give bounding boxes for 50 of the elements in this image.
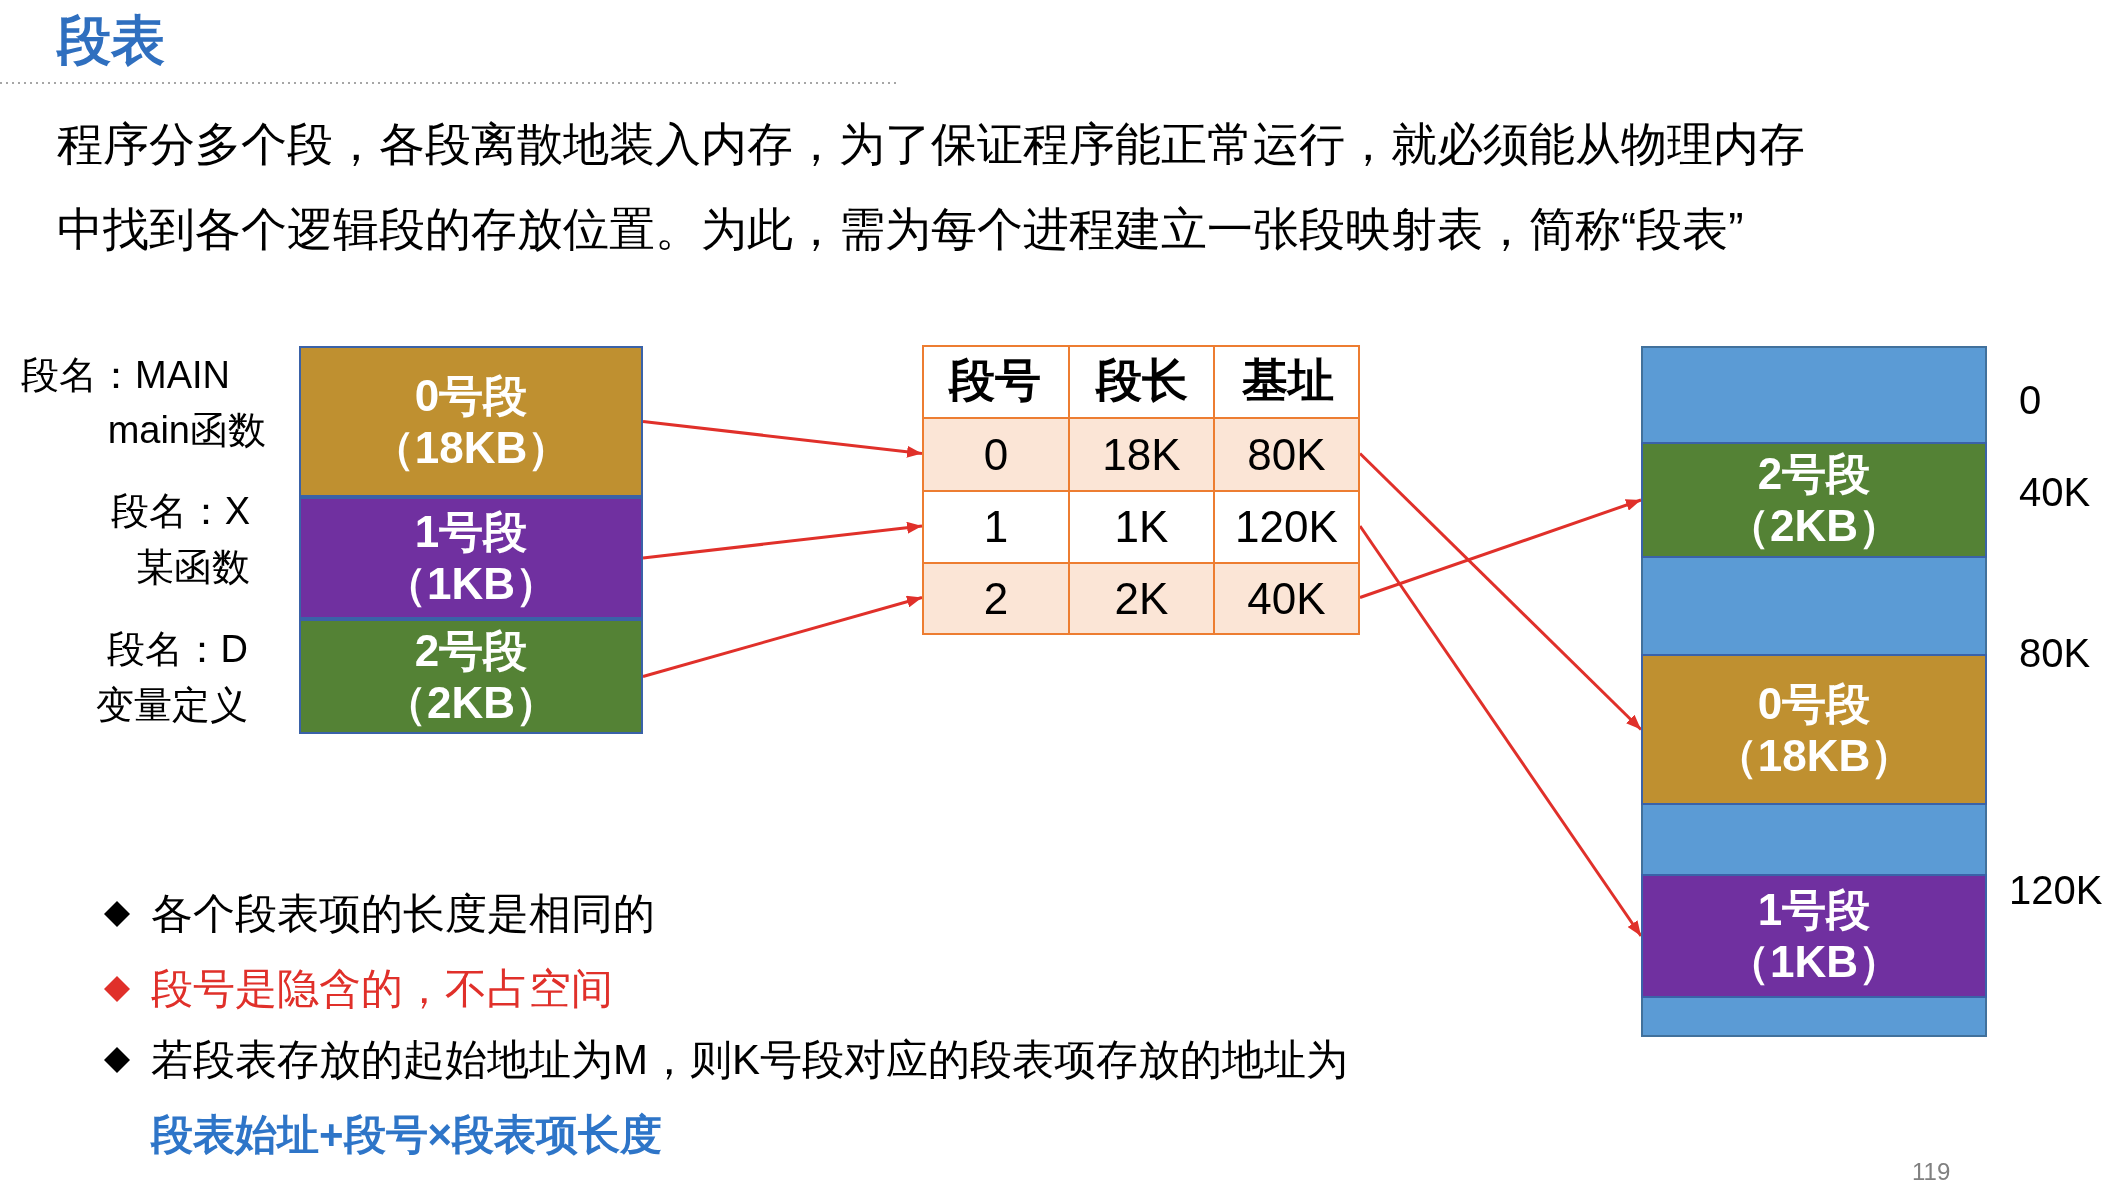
arrow (642, 521, 923, 560)
memory-column (1641, 346, 1987, 1037)
segment-block (1641, 654, 1987, 805)
table-cell-text: 0 (982, 428, 1010, 481)
segment-block (1641, 874, 1987, 998)
segment-block (299, 346, 643, 497)
address-label: 80K (2019, 630, 2091, 676)
table-cell-text: 1 (982, 501, 1010, 553)
table-row (922, 490, 1360, 562)
segment-label: 2号段 (414, 624, 528, 677)
intro-paragraph: 程序分多个段，各段离散地装入内存，为了保证程序能正常运行，就必须能从物理内存中找到各个逻辑段的存放位置。为此，需为每个进程建立一张段映射表，简称“段表” (57, 116, 1806, 257)
bullet-text: 各个段表项的长度是相同的 (151, 889, 655, 939)
page-number: 119 (1912, 1157, 1951, 1187)
segment-block (1641, 442, 1987, 558)
address-label: 40K (2019, 469, 2091, 515)
table-cell: 2K (1068, 564, 1213, 633)
segment-label: 1号段 (1757, 884, 1871, 936)
bullet-text: 段号是隐含的，不占空间 (151, 964, 613, 1014)
segment-label: 2号段 (1757, 448, 1871, 500)
segment-name-label: 某函数 (136, 545, 250, 590)
segment-size: （1KB） (383, 558, 559, 610)
table-header-cell-text: 段号 (947, 353, 1042, 408)
segment-table (922, 345, 1360, 635)
address-label: 0 (2019, 377, 2042, 423)
table-cell: 40K (1213, 564, 1358, 633)
segment-name-label: 段名：D (106, 627, 248, 672)
segment-size: （18KB） (1713, 729, 1915, 782)
segment-block (299, 497, 643, 619)
arrow (642, 420, 923, 458)
table-row (922, 417, 1360, 490)
segment-size: （2KB） (383, 676, 559, 729)
formula-text: 段表始址+段号×段表项长度 (151, 1110, 663, 1160)
bullet-text: 若段表存放的起始地址为M，则K号段对应的段表项存放的地址为 (151, 1035, 1348, 1085)
segment-size: （1KB） (1726, 936, 1902, 988)
segment-size: （18KB） (370, 421, 572, 474)
segment-label: 0号段 (414, 369, 528, 422)
segment-name-label: main函数 (107, 408, 266, 453)
segment-name-label: 段名：X (110, 489, 250, 534)
arrow (1359, 498, 1642, 599)
slide-title: 段表 (57, 10, 165, 70)
arrow (642, 595, 923, 678)
table-row (922, 562, 1360, 633)
address-label: 120K (2009, 867, 2103, 913)
segment-label: 0号段 (1757, 677, 1871, 730)
segment-label: 1号段 (414, 506, 528, 558)
segment-size: （2KB） (1726, 500, 1902, 552)
segment-block (299, 619, 643, 734)
segment-name-label: 变量定义 (96, 683, 248, 728)
table-cell-text: 2 (982, 572, 1010, 625)
segment-name-label: 段名：MAIN (21, 353, 230, 398)
